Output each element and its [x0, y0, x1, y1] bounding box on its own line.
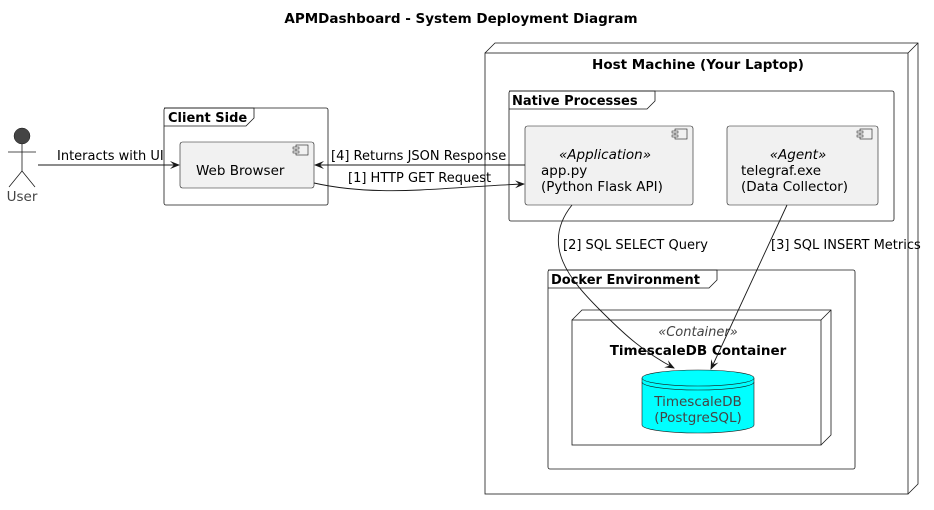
component-icon [671, 128, 688, 140]
actor-label: User [7, 189, 38, 205]
edge-label-returns-json: [4] Returns JSON Response [331, 149, 506, 164]
telegraf-description: (Data Collector) [741, 179, 848, 195]
app-stereotype: «Application» [559, 147, 651, 163]
app-py-component: «Application» app.py (Python Flask API) [524, 125, 694, 206]
telegraf-name: telegraf.exe [741, 163, 821, 179]
web-browser-component: Web Browser [179, 141, 315, 189]
timescaledb-container-node: «Container» TimescaleDB Container [571, 309, 832, 446]
container-stereotype: «Container» [658, 325, 738, 340]
user-actor: User [7, 127, 38, 205]
web-browser-label: Web Browser [196, 163, 285, 179]
database-type: (PostgreSQL) [654, 410, 742, 426]
docker-environment-label: Docker Environment [551, 273, 700, 288]
host-machine-label: Host Machine (Your Laptop) [592, 57, 804, 73]
component-icon [856, 128, 873, 140]
telegraf-stereotype: «Agent» [770, 147, 827, 163]
edge-label-sql-insert: [3] SQL INSERT Metrics [771, 238, 921, 253]
host-machine-node: Host Machine (Your Laptop) [484, 42, 919, 495]
native-processes-frame: Native Processes [508, 90, 895, 222]
timescaledb-database: TimescaleDB (PostgreSQL) [641, 369, 755, 434]
app-description: (Python Flask API) [541, 179, 663, 195]
container-label: TimescaleDB Container [610, 343, 787, 359]
client-side-frame: Client Side [163, 107, 329, 206]
diagram-title: APMDashboard - System Deployment Diagram [284, 11, 637, 27]
native-processes-label: Native Processes [512, 94, 638, 109]
edge-returns-json: [4] Returns JSON Response [314, 149, 525, 169]
edge-sql-insert: [3] SQL INSERT Metrics [710, 204, 921, 370]
edge-user-to-browser: Interacts with UI [38, 149, 180, 169]
edge-label-sql-select: [2] SQL SELECT Query [563, 238, 708, 253]
edge-http-get: [1] HTTP GET Request [313, 171, 525, 192]
database-name: TimescaleDB [653, 394, 741, 410]
docker-environment-frame: Docker Environment [547, 269, 856, 470]
edge-label-interacts: Interacts with UI [57, 149, 164, 164]
edge-sql-select: [2] SQL SELECT Query [557, 204, 708, 369]
client-side-label: Client Side [168, 111, 247, 126]
edge-label-http-get: [1] HTTP GET Request [348, 171, 491, 186]
app-name: app.py [541, 163, 587, 179]
actor-head-icon [13, 127, 31, 145]
component-icon [292, 144, 309, 156]
telegraf-component: «Agent» telegraf.exe (Data Collector) [726, 125, 879, 206]
